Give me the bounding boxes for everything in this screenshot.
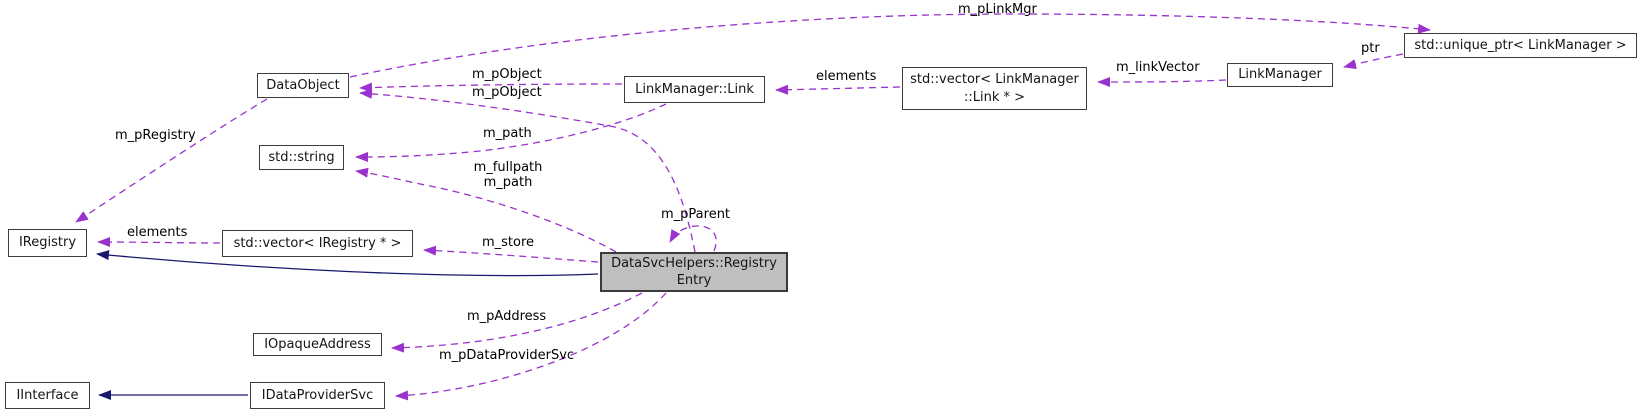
edge-elements-linkvector — [775, 84, 901, 95]
edge-inherit-registryentry-iregistry — [96, 250, 599, 277]
edge-ptr — [1343, 53, 1404, 69]
node-std-string[interactable]: std::string — [259, 145, 344, 170]
node-datasvchelpers-registryentry[interactable]: DataSvcHelpers::Registry Entry — [600, 252, 788, 292]
edge-label-m-path: m_path — [483, 126, 532, 141]
edge-m-pRegistry — [75, 98, 268, 223]
node-linkmanager[interactable]: LinkManager — [1227, 63, 1333, 87]
node-idataprovidersvc[interactable]: IDataProviderSvc — [250, 382, 385, 409]
node-label: LinkManager::Link — [635, 81, 754, 97]
node-label: DataSvcHelpers::Registry — [611, 255, 777, 271]
edge-m-fullpath-m-path — [355, 167, 617, 253]
node-label: std::vector< LinkManager — [910, 72, 1079, 88]
node-vector-iregistry[interactable]: std::vector< IRegistry * > — [222, 230, 413, 257]
edge-m-pParent-self-loop — [669, 225, 717, 252]
edge-label-elements-left: elements — [127, 225, 188, 240]
node-iinterface[interactable]: IInterface — [5, 382, 90, 409]
edge-label-ptr: ptr — [1361, 41, 1380, 56]
node-label: std::string — [268, 149, 335, 165]
node-label: IOpaqueAddress — [264, 336, 371, 352]
edge-m-pObject-link — [359, 82, 623, 93]
node-unique-ptr-linkmanager[interactable]: std::unique_ptr< LinkManager > — [1404, 33, 1637, 58]
edge-label-m-pRegistry: m_pRegistry — [115, 128, 196, 143]
node-vector-linkmanager-link[interactable]: std::vector< LinkManager ::Link * > — [902, 67, 1087, 110]
node-linkmanager-link[interactable]: LinkManager::Link — [624, 76, 765, 103]
node-label: IRegistry — [18, 235, 77, 251]
edge-m-store — [423, 245, 599, 263]
edge-m-linkVector — [1097, 76, 1227, 87]
edge-label-m-pLinkMgr: m_pLinkMgr — [958, 2, 1037, 17]
edge-label-m-pAddress: m_pAddress — [467, 309, 547, 324]
node-label: std::vector< IRegistry * > — [233, 235, 402, 251]
node-label: LinkManager — [1238, 67, 1322, 83]
edge-label-m-pObject-link: m_pObject — [472, 67, 542, 82]
node-dataobject[interactable]: DataObject — [257, 73, 349, 98]
edge-m-path-link — [355, 103, 667, 162]
node-label: std::unique_ptr< LinkManager > — [1414, 37, 1627, 53]
edge-m-pDataProviderSvc — [395, 292, 667, 401]
edge-label-m-pObject-registry: m_pObject — [472, 85, 542, 100]
node-label: DataObject — [266, 77, 340, 93]
edge-label-m-store: m_store — [482, 235, 535, 250]
node-label: IDataProviderSvc — [261, 387, 374, 403]
node-label: IInterface — [16, 387, 79, 403]
node-label: ::Link * > — [963, 89, 1026, 105]
edge-label-m-linkVector: m_linkVector — [1116, 60, 1200, 75]
edge-m-pLinkMgr — [349, 13, 1431, 78]
node-label: Entry — [676, 273, 712, 288]
node-iregistry[interactable]: IRegistry — [8, 229, 87, 257]
edge-label-elements-top: elements — [816, 69, 877, 84]
edge-elements-iregistry — [97, 237, 221, 248]
edge-m-pObject-registryentry — [359, 88, 696, 253]
edge-label-m-pDataProviderSvc: m_pDataProviderSvc — [439, 348, 575, 363]
edge-label-m-pParent: m_pParent — [661, 207, 731, 222]
node-iopaqueaddress[interactable]: IOpaqueAddress — [253, 333, 382, 356]
